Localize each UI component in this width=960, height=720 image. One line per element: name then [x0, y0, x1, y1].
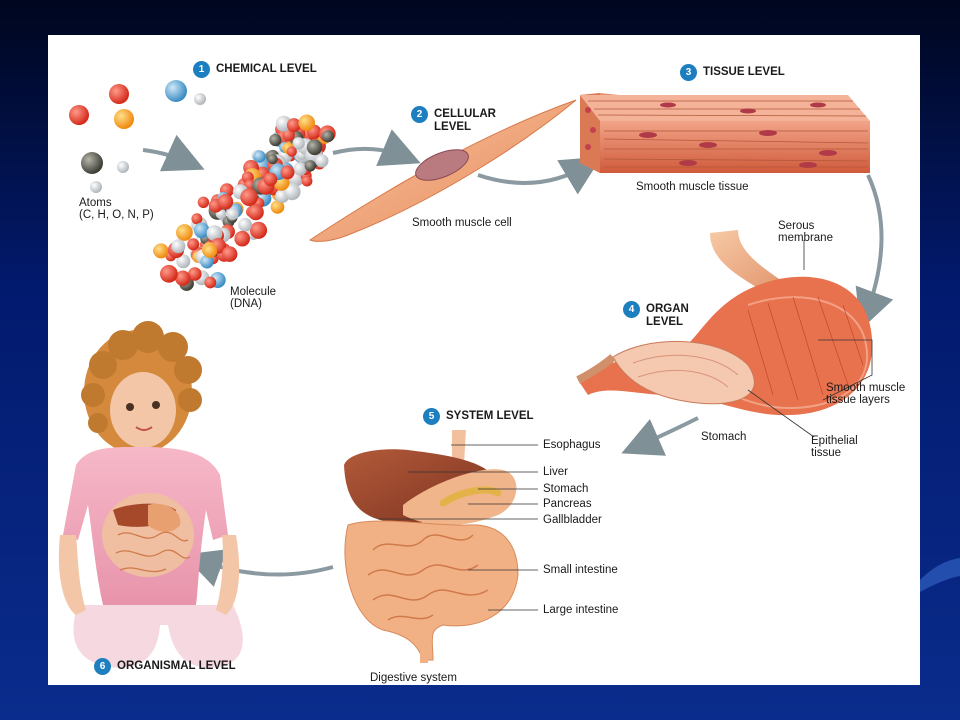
- dna-atom: [247, 204, 264, 221]
- dna-atom: [191, 213, 203, 225]
- dna-atom: [306, 139, 323, 156]
- dna-atom: [301, 175, 313, 187]
- level-2-badge: 2: [411, 106, 428, 123]
- level-3-title: TISSUE LEVEL: [703, 66, 785, 78]
- dna-atom: [171, 239, 186, 254]
- dna-atom: [292, 137, 305, 150]
- level-6-heading: 6 ORGANISMAL LEVEL: [94, 658, 236, 675]
- level-3-heading: 3 TISSUE LEVEL: [680, 64, 785, 81]
- stomach-organ: [576, 230, 873, 416]
- illustration: [58, 80, 894, 668]
- dna-atom: [187, 238, 200, 251]
- pancreas-label: Pancreas: [543, 498, 592, 510]
- dna-atom: [176, 224, 193, 241]
- level-6-badge: 6: [94, 658, 111, 675]
- level-5-heading: 5 SYSTEM LEVEL: [423, 408, 534, 425]
- dna-atom: [176, 254, 191, 269]
- level-6-title: ORGANISMAL LEVEL: [117, 660, 236, 672]
- dna-atom: [286, 118, 301, 133]
- molecule-label: Molecule: [230, 286, 277, 298]
- dna-atom: [263, 172, 278, 187]
- dna-atom: [283, 183, 301, 201]
- dna-atom: [304, 160, 316, 172]
- smooth-muscle-cell-label: Smooth muscle cell: [412, 217, 512, 229]
- dna-atom: [269, 133, 282, 147]
- dna-atom: [315, 154, 329, 168]
- level-2-heading: 2 CELLULAR LEVEL: [411, 106, 521, 134]
- dna-atom: [270, 200, 285, 214]
- dna-atom: [217, 194, 234, 210]
- esophagus-label: Esophagus: [543, 439, 601, 451]
- dna-atom: [267, 154, 278, 165]
- dna-atom: [282, 128, 295, 142]
- dna-atom: [322, 130, 334, 143]
- dna-atom: [293, 162, 307, 176]
- dna-atom: [197, 196, 210, 208]
- stomach-label: Stomach: [543, 483, 589, 495]
- dna-atom: [206, 225, 223, 242]
- dna-atom: [238, 217, 253, 232]
- edge-swoosh-decoration: [920, 558, 960, 592]
- atoms-list-label: (C, H, O, N, P): [79, 209, 154, 221]
- dna-atom: [249, 221, 268, 239]
- small-intestine-label: Small intestine: [543, 564, 618, 576]
- stomach-organ-label: Stomach: [701, 431, 747, 443]
- dna-atom: [203, 244, 218, 258]
- dna-atom: [204, 276, 217, 289]
- atoms-group: [69, 80, 206, 193]
- dna-atom: [226, 208, 239, 221]
- liver-label: Liver: [543, 466, 568, 478]
- level-3-badge: 3: [680, 64, 697, 81]
- large-intestine-label: Large intestine: [543, 604, 619, 616]
- dna-atom: [160, 264, 178, 283]
- dna-atom: [253, 150, 266, 163]
- dna-molecule: [153, 114, 336, 291]
- smooth-muscle-tissue-label: Smooth muscle tissue: [636, 181, 749, 193]
- tissue-block: [580, 93, 870, 173]
- dna-atom: [188, 267, 202, 281]
- dna-atom: [153, 243, 169, 259]
- dna-atom: [286, 146, 297, 157]
- level-5-badge: 5: [423, 408, 440, 425]
- level-2-title: CELLULAR LEVEL: [434, 108, 496, 133]
- dna-atom: [234, 230, 250, 247]
- dna-atom: [200, 255, 214, 269]
- smooth-muscle-layers-label-1: Smooth muscle: [826, 382, 906, 394]
- level-4-title: ORGAN LEVEL: [646, 303, 689, 328]
- dna-atom: [175, 270, 191, 286]
- dna-atom: [280, 165, 295, 180]
- level-4-heading: 4 ORGAN LEVEL: [623, 301, 703, 329]
- smooth-muscle-layers-label-2: tissue layers: [826, 394, 890, 406]
- serous-label: Serous: [778, 220, 815, 232]
- dna-atom: [193, 222, 210, 239]
- level-5-title: SYSTEM LEVEL: [446, 410, 534, 422]
- epithelial-label-1: Epithelial: [811, 435, 858, 447]
- dna-atom: [240, 188, 258, 206]
- digestive-system: [344, 430, 519, 663]
- gallbladder-label: Gallbladder: [543, 514, 602, 526]
- level-1-heading: 1 CHEMICAL LEVEL: [193, 61, 317, 78]
- epithelial-label-2: tissue: [811, 447, 842, 459]
- atoms-label: Atoms: [79, 197, 112, 209]
- level-4-badge: 4: [623, 301, 640, 318]
- membrane-label: membrane: [778, 232, 833, 244]
- dna-atom: [298, 114, 315, 132]
- dna-atom: [221, 246, 238, 262]
- level-1-badge: 1: [193, 61, 210, 78]
- child-figure: [58, 321, 243, 668]
- slide: 1 CHEMICAL LEVEL 2 CELLULAR LEVEL 3 TISS…: [48, 35, 920, 685]
- molecule-dna-label: (DNA): [230, 298, 262, 310]
- level-1-title: CHEMICAL LEVEL: [216, 63, 317, 75]
- digestive-system-label: Digestive system: [370, 672, 457, 684]
